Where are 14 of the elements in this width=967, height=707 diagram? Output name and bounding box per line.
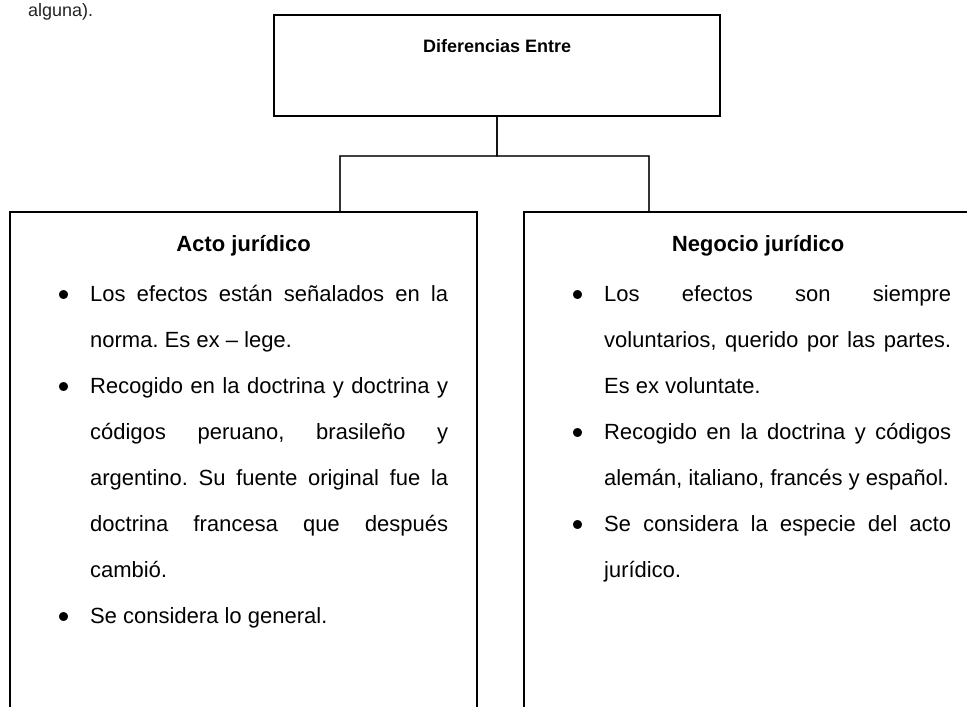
box-heading: Acto jurídico [175, 231, 312, 257]
bullet-text: Los efectos están señalados en la norma. Es ex – lege. [90, 280, 448, 354]
text-fragment: alguna). [28, 0, 94, 21]
text-box [9, 211, 478, 707]
bullet-text: Se considera lo general. [90, 602, 328, 630]
bullet-text: Recogido en la doctrina y doctrina y códigos peruano, brasileño y argentino. Su fuente original fue la doctrina francesa que después cambió. [90, 372, 448, 584]
text-box [273, 14, 721, 117]
box-heading: Negocio jurídico [670, 231, 846, 257]
bullet-text: Los efectos son siempre voluntarios, querido por las partes. Es ex voluntate. [604, 280, 951, 400]
connector-line [496, 117, 650, 211]
text-box [523, 211, 967, 707]
bullet-text: Se considera la especie del acto jurídico. [604, 510, 951, 584]
bullet-text: Recogido en la doctrina y códigos alemán, italiano, francés y español. [604, 418, 951, 492]
box-heading: Diferencias Entre [422, 36, 572, 57]
